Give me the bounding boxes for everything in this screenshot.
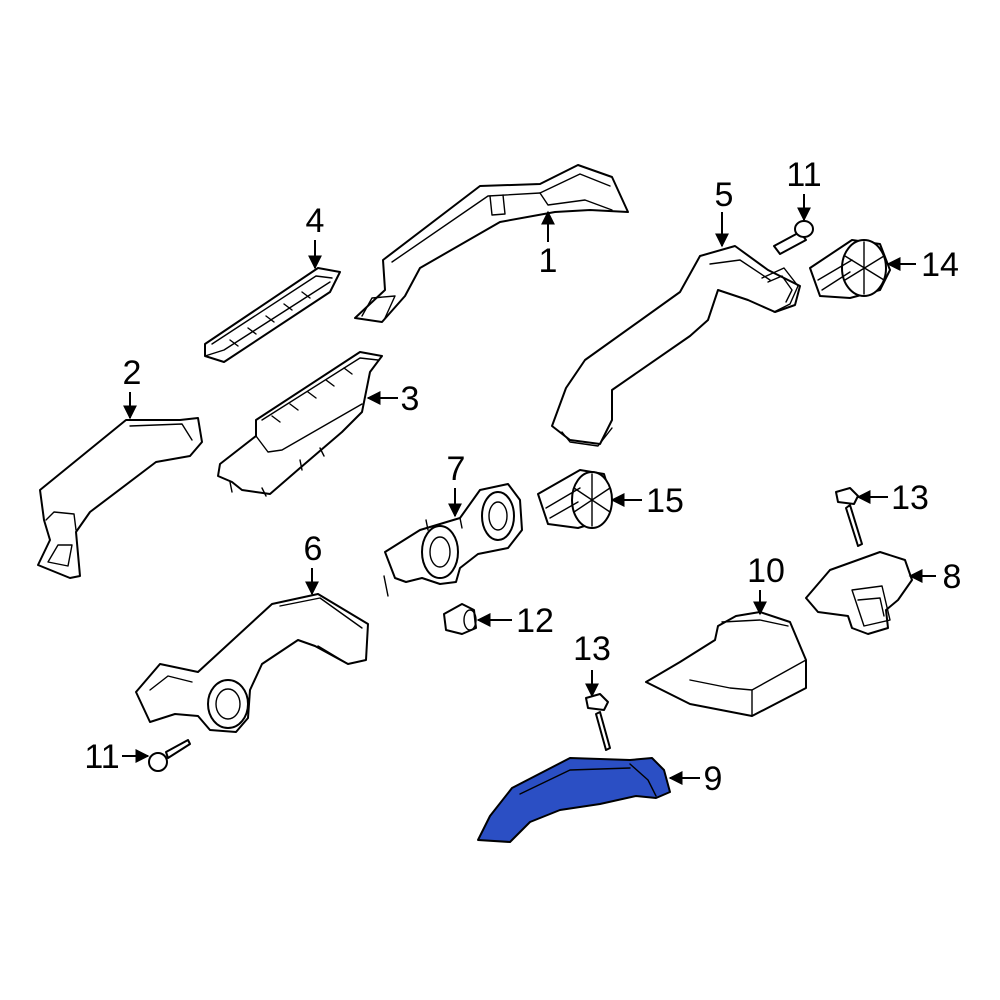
- callout-6: 6: [304, 530, 323, 568]
- callout-9: 9: [704, 760, 723, 798]
- callout-labels: 1 2 3 4 5 6 7 8 9 10 11 11 12 13 13 14 1…: [84, 156, 961, 798]
- part-5-duct[interactable]: [551, 245, 801, 447]
- callout-13-top: 13: [891, 479, 929, 517]
- part-14-round-vent[interactable]: [809, 239, 891, 299]
- callout-12: 12: [516, 602, 554, 640]
- callout-11-top: 11: [786, 156, 821, 194]
- part-13-clip-lower[interactable]: [585, 693, 611, 751]
- part-1-duct[interactable]: [354, 164, 629, 323]
- part-6-duct[interactable]: [135, 593, 369, 733]
- part-8-bracket[interactable]: [805, 551, 913, 635]
- part-10-block-duct[interactable]: [645, 611, 807, 717]
- part-9-duct-highlighted[interactable]: [477, 757, 671, 843]
- callout-8: 8: [943, 558, 962, 596]
- part-3-vent-housing[interactable]: [217, 351, 383, 497]
- part-7-duct-ports[interactable]: [383, 483, 523, 597]
- leader-lines: [122, 194, 936, 785]
- part-12-fitting[interactable]: [443, 603, 477, 635]
- callout-1: 1: [539, 242, 558, 280]
- callout-13-lower: 13: [573, 630, 611, 668]
- part-11-bolt-top[interactable]: [773, 220, 814, 255]
- part-4-vent-grille[interactable]: [204, 267, 341, 363]
- callout-14: 14: [921, 246, 959, 284]
- part-11-bolt-bottom[interactable]: [148, 739, 191, 772]
- callout-11-bottom: 11: [84, 738, 119, 776]
- callout-3: 3: [401, 380, 420, 418]
- part-13-clip-top[interactable]: [835, 487, 863, 547]
- callout-10: 10: [747, 552, 785, 590]
- callout-7: 7: [447, 450, 466, 488]
- callout-4: 4: [306, 202, 325, 240]
- part-15-round-vent[interactable]: [537, 469, 613, 529]
- callout-2: 2: [123, 354, 142, 392]
- part-2-duct[interactable]: [37, 417, 203, 579]
- callout-5: 5: [715, 176, 734, 214]
- callout-15: 15: [646, 482, 684, 520]
